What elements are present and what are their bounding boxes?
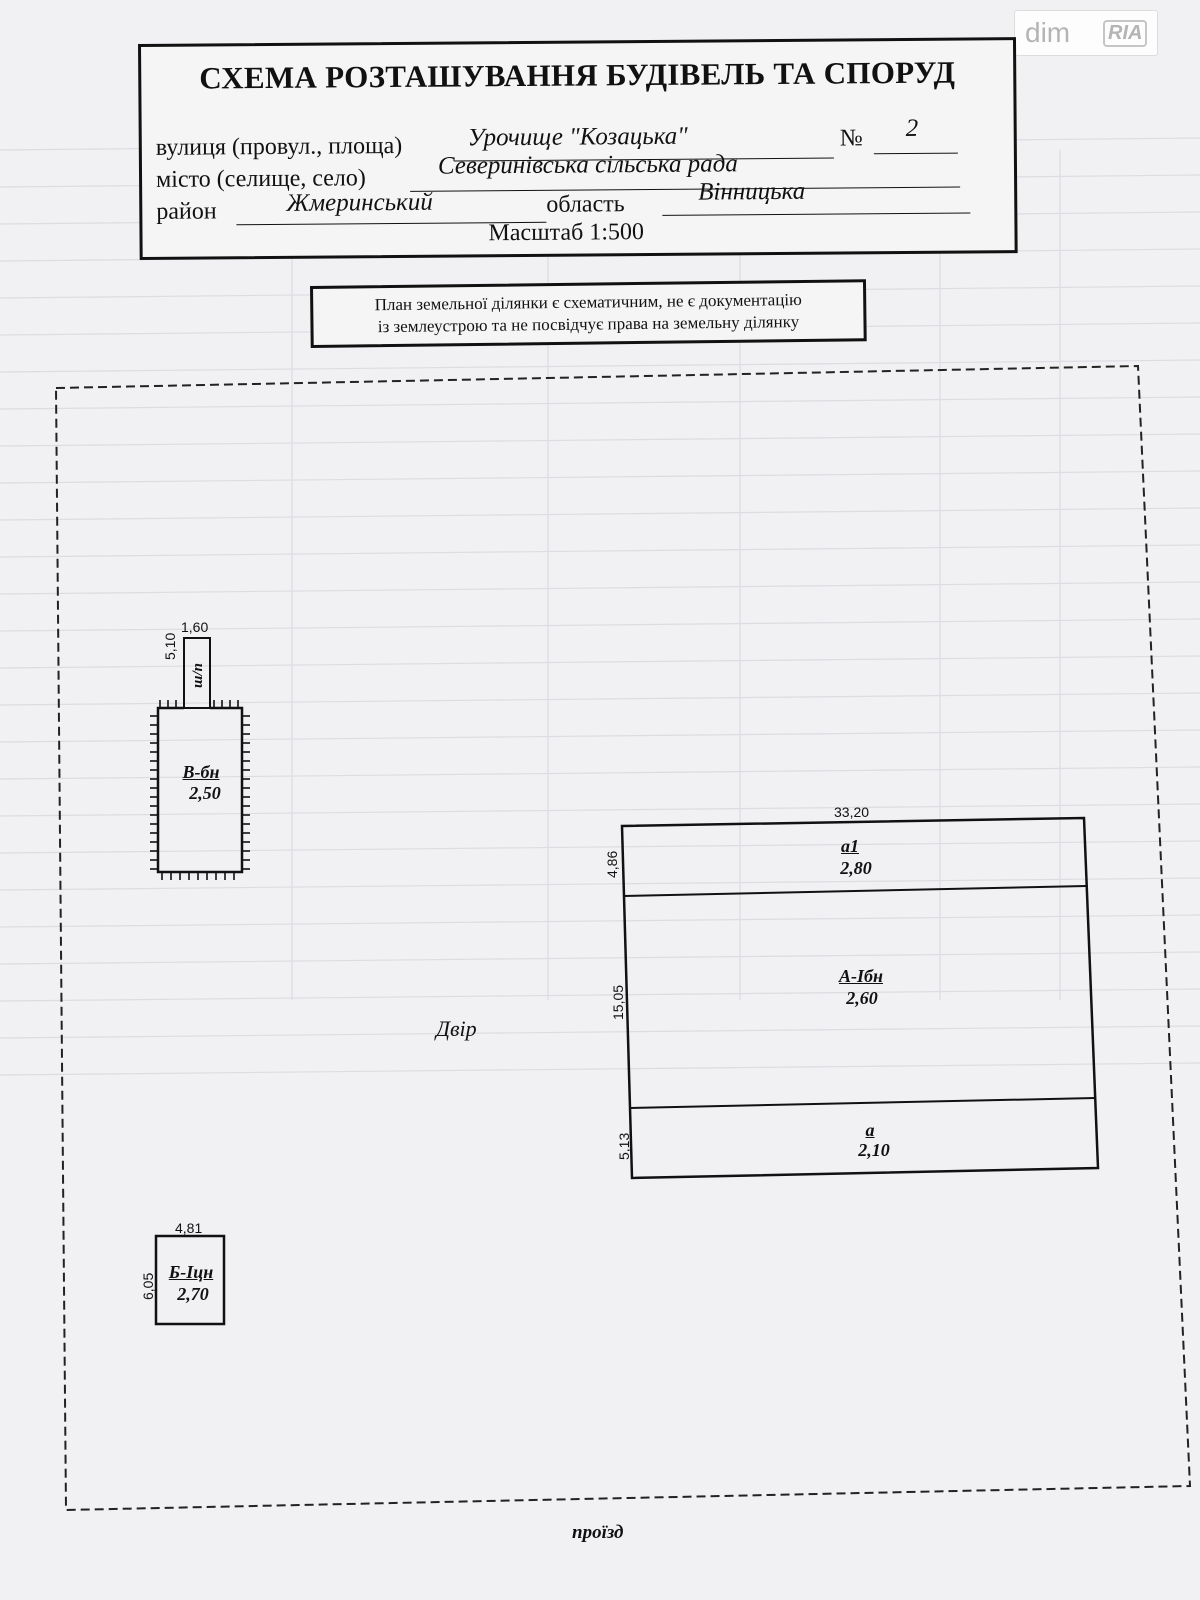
a-code-text: А-Iбн — [839, 966, 883, 986]
b-code-text: Б-Iцн — [168, 1262, 214, 1282]
b-width-dim: 4,81 — [175, 1220, 203, 1236]
building-v — [150, 637, 250, 880]
a-small-code: а — [830, 1120, 910, 1141]
watermark-logo: dim RIA — [1014, 10, 1158, 56]
v-height: 2,50 — [189, 783, 221, 803]
road-label: проїзд — [572, 1522, 624, 1543]
yard-label: Двір — [436, 1016, 477, 1041]
watermark-sub: RIA — [1103, 20, 1148, 47]
building-b — [154, 1234, 226, 1326]
v-code: В-бн — [170, 762, 232, 783]
plot-boundary — [54, 364, 1192, 1512]
a-small-code-text: а — [865, 1120, 875, 1140]
b-length-dim: 6,05 — [140, 1272, 156, 1300]
v-attachment-label: ш/п — [190, 662, 206, 688]
a1-length-dim: 4,86 — [604, 850, 620, 878]
a-length-dim: 15,05 — [610, 984, 626, 1020]
a-small-height: 2,10 — [858, 1140, 890, 1160]
v-length-dim: 5,10 — [162, 632, 178, 660]
watermark-brand: dim — [1025, 17, 1071, 48]
building-a — [620, 816, 1100, 1180]
v-code-text: В-бн — [182, 762, 220, 782]
b-height: 2,70 — [177, 1284, 209, 1304]
a1-code-text: а1 — [841, 836, 859, 856]
v-width-dim: 1,60 — [181, 619, 209, 635]
a-small-length-dim: 5,13 — [616, 1132, 632, 1160]
a-code: А-Iбн — [816, 966, 906, 987]
a1-code: а1 — [810, 836, 890, 857]
a1-height: 2,80 — [840, 858, 872, 878]
b-code: Б-Iцн — [160, 1262, 222, 1283]
a-height: 2,60 — [846, 988, 878, 1008]
a-width-dim: 33,20 — [834, 804, 870, 820]
